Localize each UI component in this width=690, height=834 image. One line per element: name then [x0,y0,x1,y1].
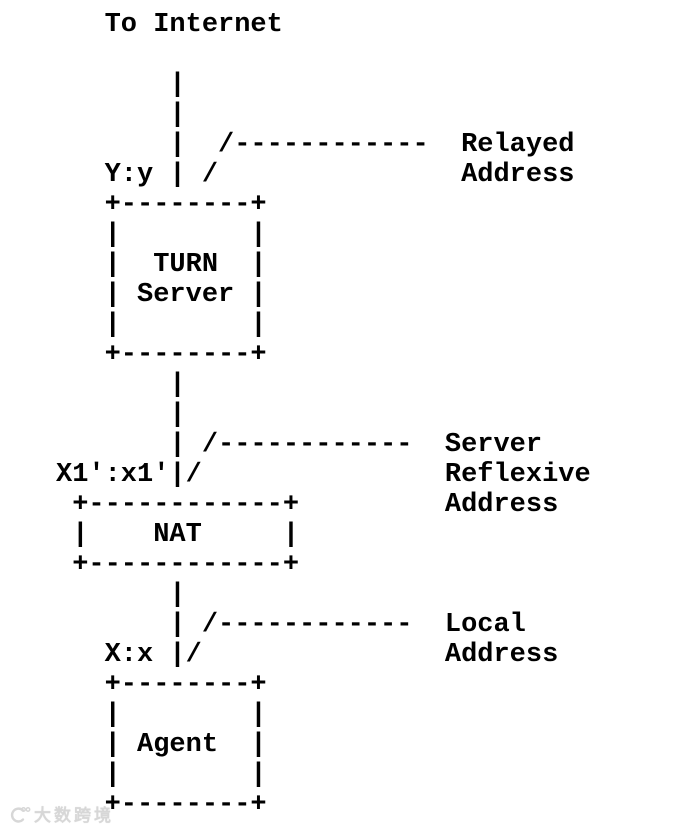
watermark: 大数跨境 [7,804,114,828]
watermark-text: 大数跨境 [34,806,114,826]
ascii-diagram: To Internet | | | /------------ Relayed … [56,10,591,820]
watermark-logo-icon [10,807,31,823]
